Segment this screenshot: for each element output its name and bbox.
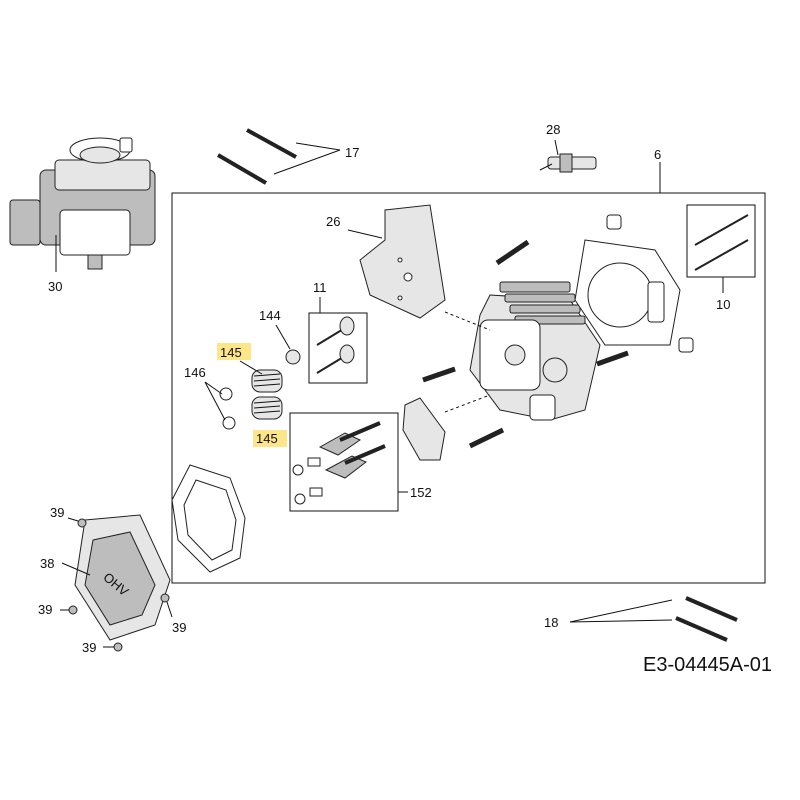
cover-bolts xyxy=(60,517,173,652)
callout-144: 144 xyxy=(259,308,281,323)
callout-145-top: 145 xyxy=(220,345,242,360)
callout-145-bottom: 145 xyxy=(256,431,278,446)
pushrod-box xyxy=(686,204,756,278)
studs-18 xyxy=(569,596,738,642)
spark-plug xyxy=(539,139,597,173)
cylinder-head xyxy=(469,281,601,421)
assembly-frame xyxy=(171,192,766,584)
highlight-145-top xyxy=(217,343,251,360)
callout-39-bottom: 39 xyxy=(82,640,96,655)
highlight-145-bottom xyxy=(253,430,287,447)
callout-10: 10 xyxy=(716,297,730,312)
diagram-code: E3-04445A-01 xyxy=(643,654,772,676)
callout-30: 30 xyxy=(48,279,62,294)
studs-17 xyxy=(216,128,341,185)
rocker-bracket xyxy=(402,397,446,461)
callout-6: 6 xyxy=(654,147,661,162)
head-gasket xyxy=(574,239,681,346)
valve-box xyxy=(308,312,368,384)
head-bolts xyxy=(422,214,694,449)
valve-cover: OHV xyxy=(74,514,171,641)
spring-retainers xyxy=(204,381,236,430)
rocker-box xyxy=(289,412,399,512)
callout-39-right: 39 xyxy=(172,620,186,635)
callout-17: 17 xyxy=(345,145,359,160)
cover-gasket xyxy=(171,464,246,573)
valve-seal xyxy=(285,349,301,365)
engine-illustration xyxy=(9,137,156,272)
callout-38: 38 xyxy=(40,556,54,571)
valve-springs xyxy=(251,369,283,420)
callout-26: 26 xyxy=(326,214,340,229)
callout-152: 152 xyxy=(410,485,432,500)
rocker-parts xyxy=(292,421,386,505)
deflector-plate xyxy=(347,204,446,319)
callout-28: 28 xyxy=(546,122,560,137)
callout-11: 11 xyxy=(313,280,327,295)
callout-39-top: 39 xyxy=(50,505,64,520)
callout-18: 18 xyxy=(544,615,558,630)
callout-146: 146 xyxy=(184,365,206,380)
callout-39-left: 39 xyxy=(38,602,52,617)
